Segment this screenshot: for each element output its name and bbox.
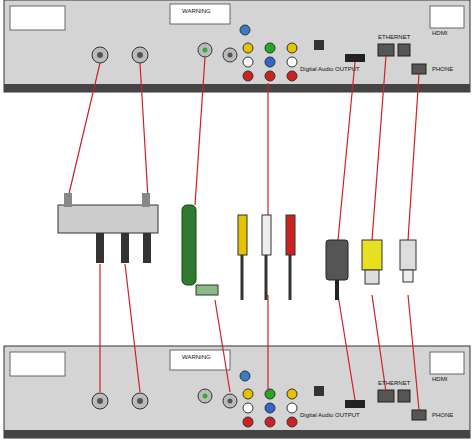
ethernet-cable <box>362 240 382 284</box>
panel-label: HDMI <box>432 30 447 37</box>
panel-label: PHONE <box>432 412 453 419</box>
hdmi-cable <box>326 240 348 300</box>
panel-label: Digital Audio OUTPUT <box>300 412 360 419</box>
panel-label: WARNING <box>182 354 211 361</box>
panel-label: ETHERNET <box>378 380 410 387</box>
antenna <box>182 205 218 295</box>
splitter <box>58 193 158 263</box>
rca-cables <box>238 215 295 300</box>
phone-cord <box>400 240 416 282</box>
panel-label: Digital Audio OUTPUT <box>300 66 360 73</box>
panel-label: HDMI <box>432 376 447 383</box>
panel-label: WARNING <box>182 8 211 15</box>
top-receiver <box>4 0 470 92</box>
bottom-receiver <box>4 346 470 438</box>
panel-label: PHONE <box>432 66 453 73</box>
panel-label: ETHERNET <box>378 34 410 41</box>
